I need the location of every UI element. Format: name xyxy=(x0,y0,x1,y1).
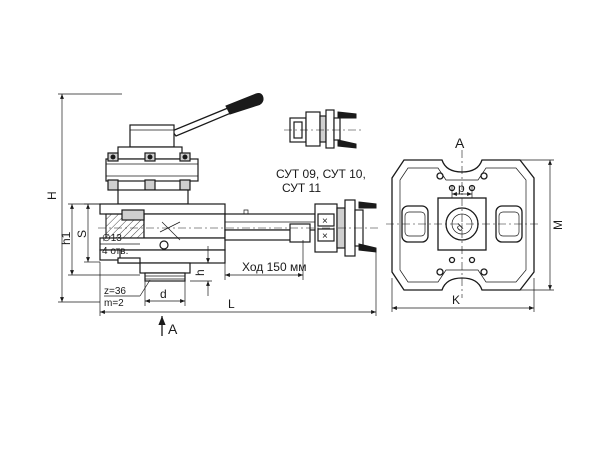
gear xyxy=(139,262,191,282)
section-title: A xyxy=(455,135,465,151)
toolholder-head xyxy=(105,124,199,205)
gear-teeth: z=36 xyxy=(104,286,126,297)
section-arrow-label: A xyxy=(168,321,178,337)
dimensions-side: H h1 S ∅13 4 отв. z=36 m=2 d h xyxy=(45,93,377,337)
dim-h: h xyxy=(193,269,207,276)
hole-diameter: ∅13 xyxy=(102,233,122,244)
mark-x-1: × xyxy=(322,216,328,227)
side-view: × × xyxy=(98,93,380,282)
dim-h1: h1 xyxy=(59,231,73,245)
mark-x-2: × xyxy=(322,231,328,242)
variants-line-2: СУТ 11 xyxy=(282,181,321,195)
bolt-heads xyxy=(107,152,191,191)
dim-p: p xyxy=(458,181,465,195)
handle-lever xyxy=(170,93,264,137)
dim-d: d xyxy=(160,287,167,301)
dim-S: S xyxy=(75,230,89,238)
variant-view: СУТ 09, СУТ 10, СУТ 11 xyxy=(276,109,366,195)
dim-H: H xyxy=(45,191,59,200)
variants-line-1: СУТ 09, СУТ 10, xyxy=(276,167,366,181)
tool-slide xyxy=(99,203,316,264)
stroke-length: Ход 150 мм xyxy=(242,260,306,274)
holes-count: 4 отв. xyxy=(102,246,128,257)
section-view-A: A d p xyxy=(386,135,565,312)
bore-d-label: d xyxy=(454,222,466,234)
dim-M: M xyxy=(551,220,565,230)
dim-K: K xyxy=(452,293,460,307)
dim-L: L xyxy=(228,297,235,311)
gear-module: m=2 xyxy=(104,298,124,309)
